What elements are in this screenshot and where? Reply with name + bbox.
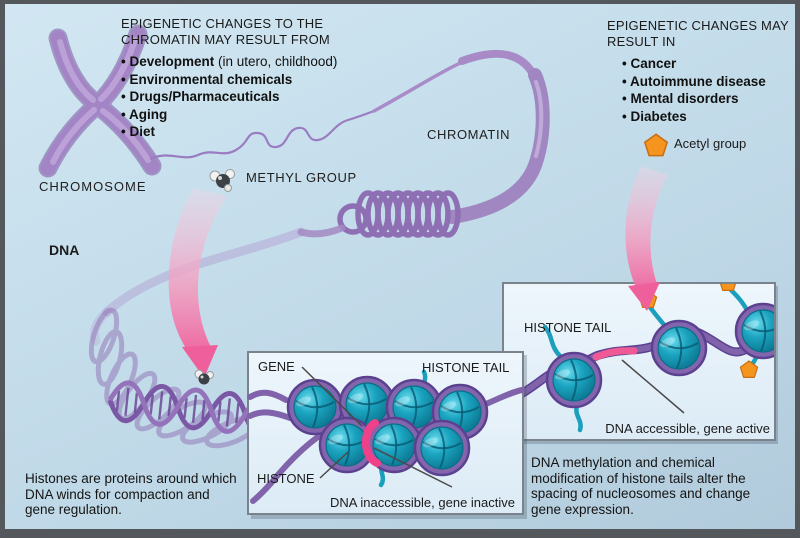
histones-note: Histones are proteins around which DNA w… [25, 471, 237, 518]
histone-tail-label-active: HISTONE TAIL [524, 320, 612, 335]
list-item: Aging [121, 106, 346, 124]
dna-label: DNA [49, 242, 80, 258]
nucleosome [545, 351, 603, 409]
methyl-group-legend-icon [209, 169, 235, 192]
chromatin-fiber [297, 49, 550, 238]
list-item: Autoimmune disease [622, 73, 792, 91]
methyl-group-label: METHYL GROUP [246, 170, 357, 185]
effects-bullet-list: Cancer Autoimmune disease Mental disorde… [607, 55, 792, 125]
methylation-note: DNA methylation and chemical modificatio… [531, 455, 751, 517]
active-caption: DNA accessible, gene active [605, 421, 770, 436]
nucleosome [650, 319, 708, 377]
list-item: Diet [121, 123, 346, 141]
inactive-gene-segment [361, 419, 381, 467]
acetyl-group-legend-icon [644, 133, 668, 157]
causes-heading: EPIGENETIC CHANGES TO THE CHROMATIN MAY … [121, 16, 330, 47]
leader-lines [301, 366, 453, 488]
acetyl-group-label: Acetyl group [674, 136, 747, 151]
condensed-dna-strand [247, 387, 525, 504]
gene-label: GENE [258, 359, 295, 374]
methyl-molecule-on-dna-icon [194, 369, 214, 385]
nucleosome [734, 302, 774, 360]
chromatin-label: CHROMATIN [427, 127, 511, 142]
acetyl-arrow [625, 166, 668, 311]
list-item: Drugs/Pharmaceuticals [121, 88, 346, 106]
effects-panel: EPIGENETIC CHANGES MAY RESULT IN Cancer … [607, 18, 792, 125]
list-item: Environmental chemicals [121, 71, 346, 89]
effects-heading: EPIGENETIC CHANGES MAY RESULT IN [607, 18, 789, 49]
active-inset-box [502, 282, 778, 444]
inactive-inset-box [247, 351, 527, 519]
causes-bullet-list: Development (in utero, childhood) Enviro… [121, 53, 346, 141]
histone-tail-label-inactive: HISTONE TAIL [422, 360, 510, 375]
active-gene-segment [592, 347, 638, 361]
list-item: Cancer [622, 55, 792, 73]
list-item: Development (in utero, childhood) [121, 53, 346, 71]
list-item: Diabetes [622, 108, 792, 126]
leader-line [621, 359, 685, 414]
nucleosome [413, 419, 471, 477]
chromosome-label: CHROMOSOME [39, 179, 147, 194]
causes-panel: EPIGENETIC CHANGES TO THE CHROMATIN MAY … [121, 16, 346, 141]
inactive-caption: DNA inaccessible, gene inactive [330, 495, 515, 510]
histone-label: HISTONE [257, 471, 315, 486]
methyl-arrow [168, 188, 227, 378]
list-item: Mental disorders [622, 90, 792, 108]
